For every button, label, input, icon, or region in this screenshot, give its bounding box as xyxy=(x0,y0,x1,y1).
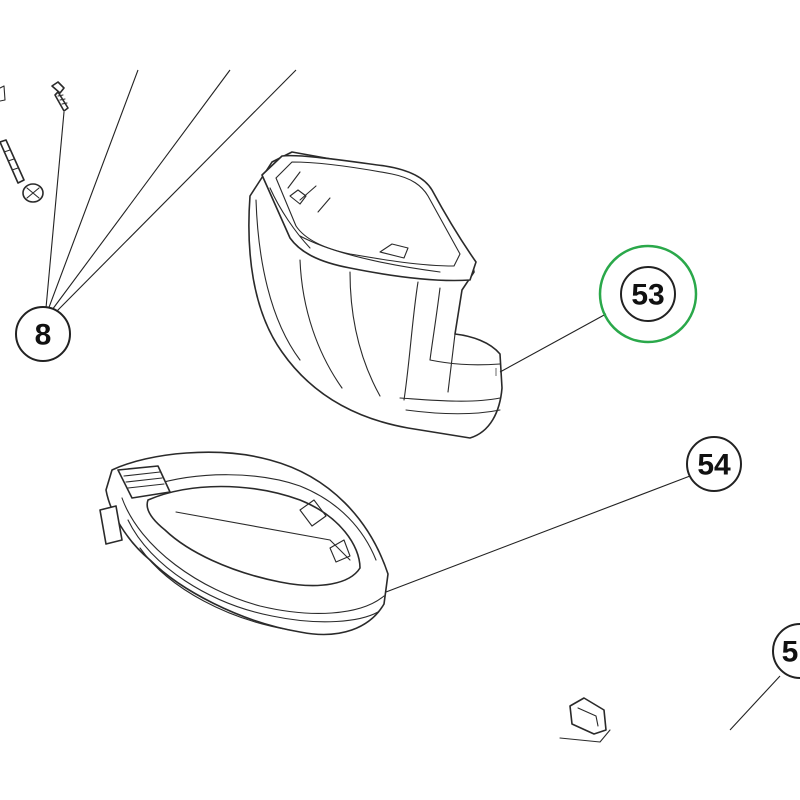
leader-53 xyxy=(499,313,607,373)
partial-part-edge xyxy=(559,729,611,743)
callout-54-label: 54 xyxy=(697,449,731,482)
leader-8-c xyxy=(55,69,297,313)
highlight-ring xyxy=(598,244,698,344)
screw-upper xyxy=(51,81,69,112)
callout-53-label: 53 xyxy=(631,279,664,312)
leader-8-b xyxy=(51,69,231,311)
callout-54: 54 xyxy=(686,436,742,492)
small-clip-part xyxy=(569,697,607,735)
clamp-ring-part xyxy=(99,451,389,636)
callout-53: 53 xyxy=(598,244,698,344)
callout-55-label: 5 xyxy=(782,636,799,669)
leader-54 xyxy=(385,475,691,593)
callout-8-label: 8 xyxy=(35,319,52,352)
callout-55-partial: 5 xyxy=(772,623,800,679)
leader-8-screw-upper xyxy=(45,111,65,309)
leader-lines xyxy=(45,69,781,731)
callout-8: 8 xyxy=(15,306,71,362)
elbow-duct-part xyxy=(248,151,503,439)
leader-8-a xyxy=(47,69,139,311)
screw-edge-fragment xyxy=(0,85,6,102)
leader-55 xyxy=(729,675,781,731)
screw-lower xyxy=(0,139,44,203)
